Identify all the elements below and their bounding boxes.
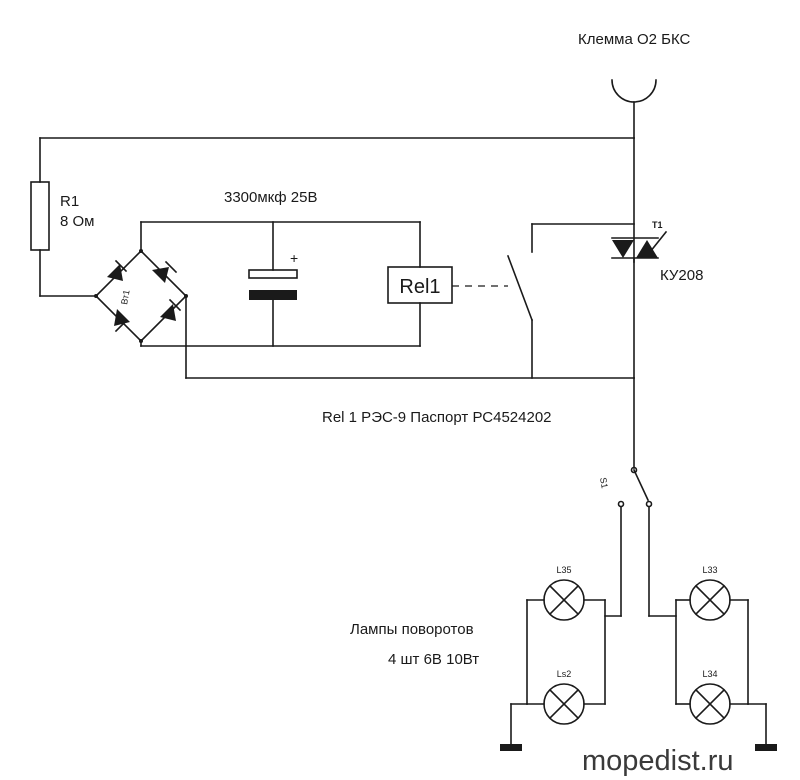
- triac-type-label: КУ208: [660, 267, 703, 284]
- dc-bus: [140, 221, 421, 347]
- relay-label: Rel1: [399, 276, 440, 298]
- capacitor-plus: +: [290, 250, 298, 266]
- lamp-l34-label: L34: [702, 669, 717, 679]
- diode-4: [160, 298, 182, 321]
- ground-left: [500, 703, 528, 751]
- lamps-label-line1: Лампы поворотов: [350, 621, 474, 638]
- diode-bridge: Вт1: [94, 249, 188, 343]
- diode-2: [152, 260, 178, 283]
- lamp-l34: L34: [689, 669, 731, 725]
- ground-right: [747, 703, 777, 751]
- bridge-label: Вт1: [119, 289, 131, 305]
- relay-note-label: Rel 1 РЭС-9 Паспорт РС4524202: [322, 409, 552, 426]
- lamp-group-left: L35 Ls2: [526, 565, 622, 725]
- switch-label: S1: [598, 477, 610, 490]
- r1-name-label: R1: [60, 193, 79, 210]
- r1-value-label: 8 Ом: [60, 213, 95, 230]
- resistor-r1: [30, 181, 97, 297]
- top-wire: [39, 137, 635, 183]
- capacitor: +: [248, 221, 298, 347]
- lamp-l35-label: L35: [556, 565, 571, 575]
- watermark: mopedist.ru: [582, 745, 734, 777]
- triac-t1: [611, 137, 668, 379]
- bottom-return-wire: [185, 295, 635, 469]
- switch-s1: S1: [598, 466, 653, 617]
- relay-coil: Rel1: [387, 266, 508, 304]
- relay-contact: [506, 223, 635, 379]
- triac-ref-label: T1: [652, 220, 663, 230]
- terminal-o2: [611, 79, 657, 139]
- lamp-l33-label: L33: [702, 565, 717, 575]
- lamp-group-right: L33 L34: [648, 565, 749, 725]
- diode-3: [114, 309, 130, 333]
- lamp-l33: L33: [689, 565, 731, 621]
- terminal-label: Клемма О2 БКС: [578, 31, 691, 48]
- capacitor-label: 3300мкф 25В: [224, 189, 317, 206]
- diode-1: [107, 259, 128, 281]
- lamp-ls2-label: Ls2: [557, 669, 572, 679]
- lamp-ls2: Ls2: [543, 669, 585, 725]
- lamp-l35: L35: [543, 565, 585, 621]
- lamps-label-line2: 4 шт 6В 10Вт: [388, 651, 479, 668]
